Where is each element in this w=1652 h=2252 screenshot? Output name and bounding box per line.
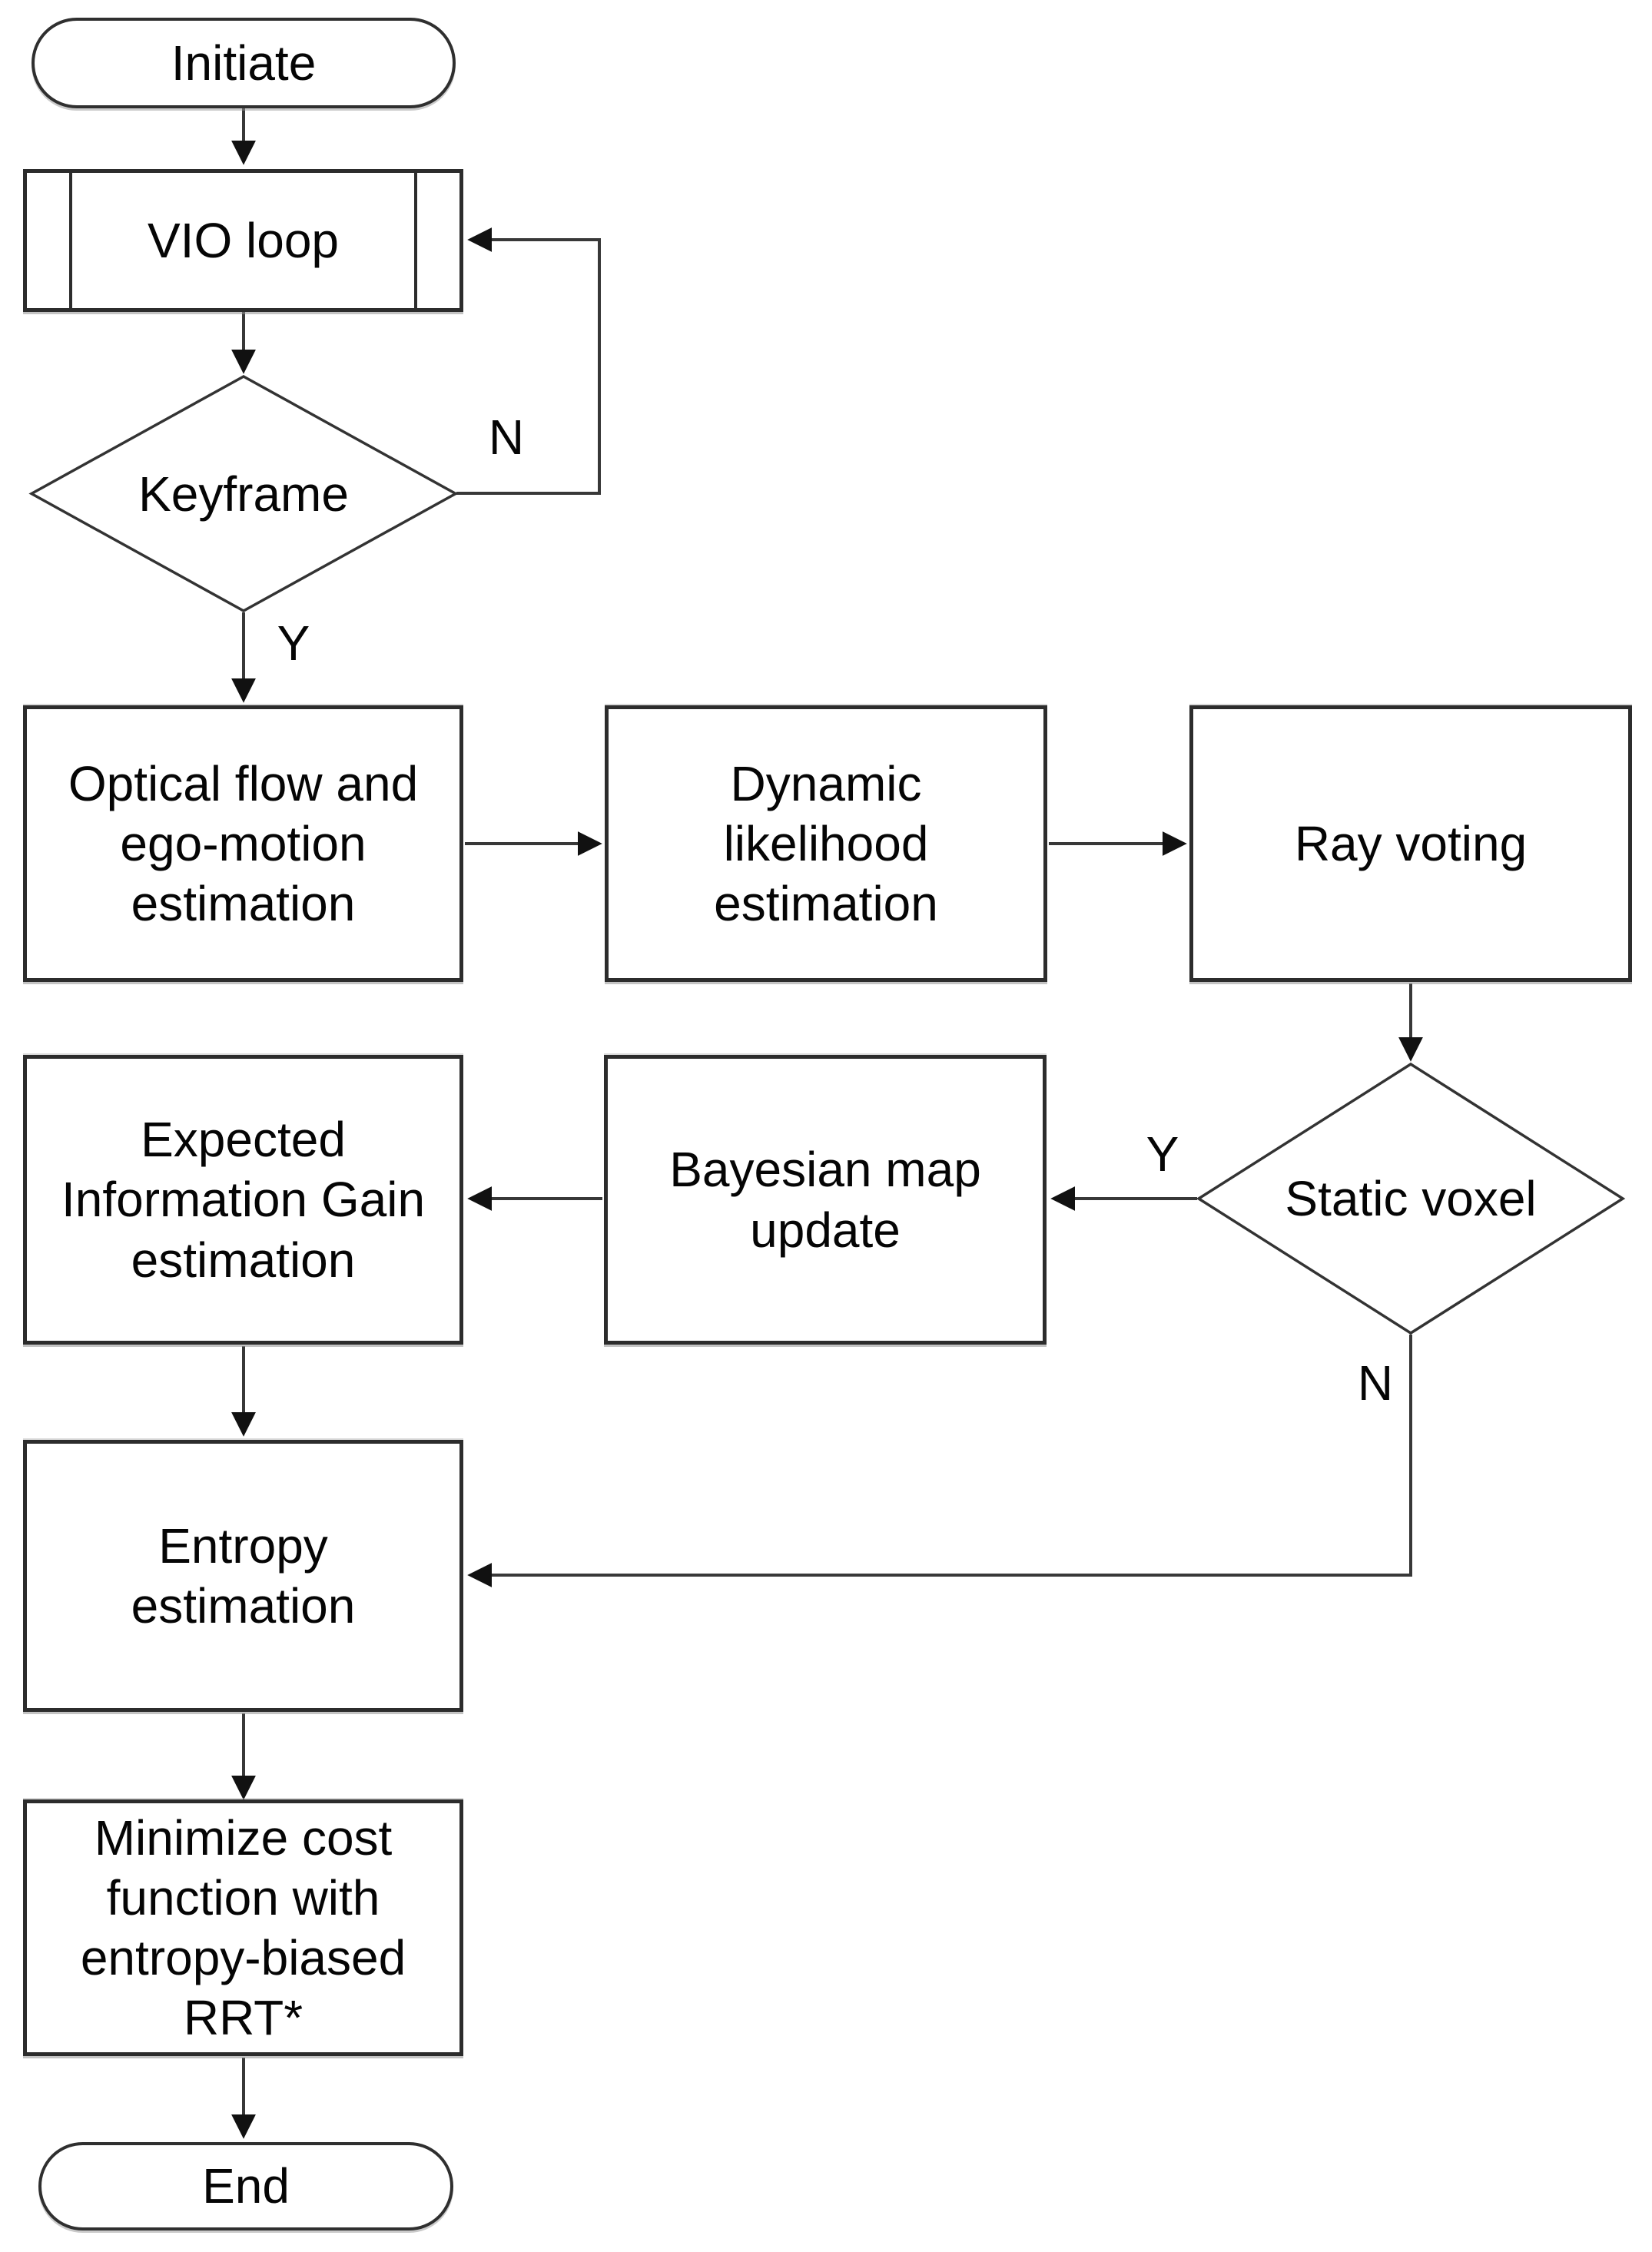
node-static-voxel-label: Static voxel	[1285, 1170, 1537, 1226]
node-dynamic-likelihood: Dynamic likelihood estimation	[605, 705, 1047, 982]
node-static-voxel: Static voxel	[1219, 1169, 1603, 1227]
node-optical-flow-label: Optical flow and ego-motion estimation	[68, 755, 419, 932]
edge-static-no-to-entropy	[467, 1335, 1412, 1587]
node-entropy-estimation-label: Entropy estimation	[131, 1517, 356, 1633]
node-end: End	[38, 2142, 453, 2230]
node-initiate-label: Initiate	[171, 35, 317, 91]
edge-keyframe-no-loop-to-vio	[456, 227, 601, 495]
keyframe-no-label: N	[488, 410, 525, 465]
node-end-label: End	[202, 2158, 290, 2214]
keyframe-yes-label: Y	[277, 615, 310, 671]
node-initiate: Initiate	[32, 18, 456, 108]
node-entropy-estimation: Entropy estimation	[23, 1440, 463, 1712]
node-minimize-cost-rrt-label: Minimize cost function with entropy-bias…	[80, 1809, 406, 2046]
node-optical-flow: Optical flow and ego-motion estimation	[23, 705, 463, 982]
node-keyframe-label: Keyframe	[138, 466, 349, 522]
static-voxel-decision-shape	[1196, 1062, 1626, 1335]
node-ray-voting-label: Ray voting	[1294, 815, 1528, 871]
node-expected-information-gain-label: Expected Information Gain estimation	[61, 1112, 426, 1288]
static-voxel-yes-label: Y	[1146, 1126, 1179, 1182]
keyframe-decision-shape	[28, 375, 459, 612]
node-vio-loop-label: VIO loop	[147, 212, 340, 268]
node-expected-information-gain: Expected Information Gain estimation	[23, 1055, 463, 1345]
node-bayesian-map-update: Bayesian map update	[604, 1055, 1047, 1345]
node-bayesian-map-update-label: Bayesian map update	[669, 1142, 981, 1258]
node-keyframe: Keyframe	[75, 465, 413, 522]
node-ray-voting: Ray voting	[1189, 705, 1632, 982]
predefined-process-right-bar-decoration	[414, 173, 417, 308]
node-minimize-cost-rrt: Minimize cost function with entropy-bias…	[23, 1799, 463, 2056]
node-vio-loop: VIO loop	[23, 169, 463, 312]
predefined-process-left-bar-decoration	[69, 173, 72, 308]
static-voxel-no-label: N	[1357, 1355, 1394, 1411]
node-dynamic-likelihood-label: Dynamic likelihood estimation	[714, 755, 938, 932]
